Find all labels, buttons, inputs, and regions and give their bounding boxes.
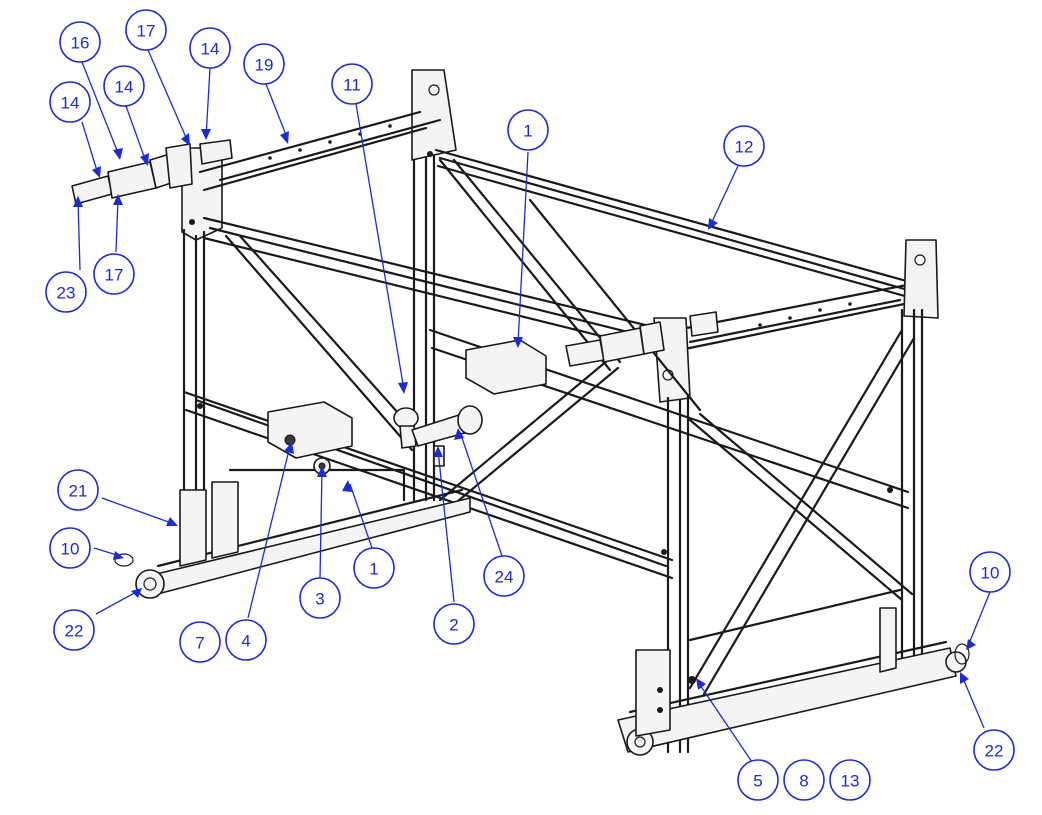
callout-3-label: 3 [315,590,324,609]
callout-14-top-label: 14 [201,40,220,59]
callout-2: 2 [433,603,475,645]
callout-10-right: 10 [969,551,1011,593]
callout-5-label: 5 [753,772,762,791]
callout-1-mid: 1 [353,547,395,589]
callout-23-label: 23 [57,284,76,303]
callout-3: 3 [299,577,341,619]
callout-23: 23 [45,271,87,313]
callout-14-left-label: 14 [61,94,80,113]
callout-19: 19 [243,43,285,85]
callout-1-mid-label: 1 [369,560,378,579]
callout-22-left-label: 22 [65,622,84,641]
callout-21: 21 [57,469,99,511]
callout-17-bottom-label: 17 [105,266,124,285]
leader-arrowheads [73,129,976,690]
callout-7: 7 [179,621,221,663]
callout-14-mid: 14 [103,65,145,107]
callout-16: 16 [59,21,101,63]
callout-11-label: 11 [343,76,361,95]
callout-21-label: 21 [69,482,88,501]
callout-14-top: 14 [189,27,231,69]
callout-5: 5 [737,759,779,801]
callout-7-label: 7 [195,634,204,653]
leader-lines [77,49,991,763]
callout-1-top: 1 [507,109,549,151]
callout-22-right-label: 22 [985,742,1004,761]
callout-13-label: 13 [841,772,860,791]
callout-12: 12 [723,125,765,167]
callout-8-label: 8 [799,772,808,791]
callout-22-right: 22 [973,729,1015,771]
callout-24: 24 [483,555,525,597]
callout-19-label: 19 [255,56,274,75]
callout-12-label: 12 [735,138,754,157]
callout-4: 4 [225,619,267,661]
callout-10-left: 10 [49,527,91,569]
callout-1-top-label: 1 [523,122,532,141]
callout-13: 13 [829,759,871,801]
callout-22-left: 22 [53,609,95,651]
callout-16-label: 16 [71,34,90,53]
callout-10-right-label: 10 [981,564,1000,583]
callout-14-mid-label: 14 [115,78,134,97]
callout-17-top: 17 [125,9,167,51]
callout-8: 8 [783,759,825,801]
callout-17-top-label: 17 [137,22,156,41]
frame-line-art [71,69,970,756]
callout-2-label: 2 [449,616,458,635]
callout-17-bottom: 17 [93,253,135,295]
callout-24-label: 24 [495,568,514,587]
callout-10-left-label: 10 [61,540,80,559]
callout-11: 11 [331,63,373,105]
callout-4-label: 4 [241,632,250,651]
callout-14-left: 14 [49,81,91,123]
